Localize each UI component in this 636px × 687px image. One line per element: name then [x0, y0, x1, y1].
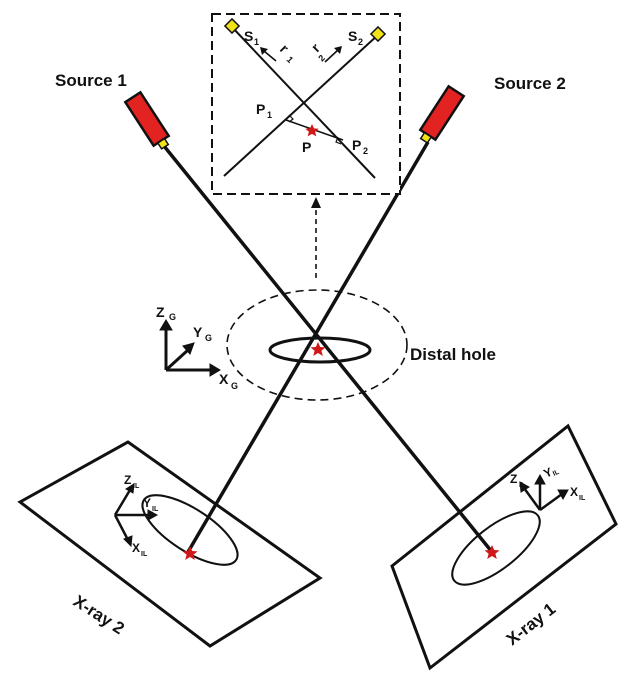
- target-star-hole: [310, 342, 326, 356]
- plate-1-y-subscript: IL: [552, 469, 561, 478]
- plate-2-y-label: Y: [143, 496, 151, 510]
- s2-marker: [369, 25, 387, 43]
- r1-subscript: 1: [285, 54, 296, 65]
- plate-2-z-subscript: IL: [133, 483, 140, 490]
- distal-hole-label: Distal hole: [410, 345, 496, 364]
- p1-label: P: [256, 101, 265, 117]
- plate-1-x-axis: [539, 492, 563, 512]
- plate-1-x-subscript: IL: [579, 495, 586, 502]
- z-g-subscript: G: [169, 312, 176, 322]
- x-g-arrowhead: [209, 363, 221, 377]
- global-axes: [159, 319, 221, 377]
- plate-2-z-arrowhead: [125, 483, 135, 494]
- plate-2-z-axis: [113, 489, 132, 516]
- r1-arrowhead: [260, 47, 268, 55]
- source-1-label: Source 1: [55, 71, 127, 90]
- source-1-body: [123, 90, 171, 148]
- plate-1-hole-projection: [451, 510, 541, 586]
- z-g-label: Z: [156, 304, 165, 320]
- ray-source-2: [186, 141, 430, 553]
- distal-hole: [268, 336, 372, 364]
- plate-2-x-subscript: IL: [141, 551, 148, 558]
- plate-2-x-axis: [113, 514, 130, 541]
- source-2: Source 2: [418, 74, 566, 144]
- xray-2-label: X-ray 2: [70, 591, 128, 638]
- source-2-body: [418, 84, 466, 142]
- inset-line-s2: [223, 33, 380, 177]
- y-g-arrowhead: [182, 342, 195, 355]
- source-2-tip: [419, 131, 433, 144]
- plate-1-z-subscript: IL: [519, 482, 526, 489]
- zoom-arrowhead: [311, 197, 321, 208]
- target-star-plate-2: [182, 546, 198, 560]
- inset-detail: S 1 S 2 r 1 r 2 P 1 P 2 P: [211, 13, 401, 195]
- r2-arrowhead: [334, 46, 342, 54]
- p1-subscript: 1: [267, 110, 272, 120]
- inset-line-s1: [230, 25, 376, 179]
- plate-1-y-arrowhead: [534, 473, 546, 485]
- z-g-arrowhead: [159, 319, 173, 331]
- r2-subscript: 2: [316, 53, 327, 64]
- plate-1-axes: [519, 473, 569, 512]
- point-p-star: [305, 124, 319, 137]
- r2-arrow: [324, 49, 339, 63]
- plate-2-axes: [113, 483, 159, 548]
- plate-1-z-axis: [522, 487, 542, 511]
- p2-right-angle-mark: [335, 136, 342, 145]
- plate-1-x-arrowhead: [557, 489, 569, 501]
- ray-source-1: [162, 144, 494, 554]
- p2-label: P: [352, 137, 361, 153]
- r1-arrow: [263, 50, 277, 62]
- plate-2-x-label: X: [132, 541, 140, 555]
- target-star-plate-1: [484, 545, 500, 559]
- p1-right-angle-mark: [288, 114, 294, 123]
- plate-2-z-label: Z: [124, 473, 131, 487]
- source-2-label: Source 2: [494, 74, 566, 93]
- xray-plate-1: X-ray 1: [390, 423, 618, 671]
- s2-subscript: 2: [358, 37, 363, 47]
- plate-2-y-arrowhead: [147, 509, 159, 521]
- plate-1-x-label: X: [570, 485, 578, 499]
- p-label: P: [302, 139, 311, 155]
- distal-hole-region: [226, 289, 408, 401]
- xray-plate-2: X-ray 2: [17, 440, 323, 648]
- plate-2-x-arrowhead: [123, 535, 133, 548]
- plate-1-z-arrowhead: [519, 481, 530, 493]
- s1-subscript: 1: [254, 37, 259, 47]
- source-1: Source 1: [55, 71, 171, 150]
- y-g-label: Y: [193, 324, 203, 340]
- x-g-label: X: [219, 371, 229, 387]
- y-g-axis: [164, 348, 190, 372]
- y-g-subscript: G: [205, 333, 212, 343]
- plate-1-z-label: Z: [510, 472, 517, 486]
- p2-subscript: 2: [363, 146, 368, 156]
- s1-label: S: [244, 28, 253, 44]
- plate-2-y-subscript: IL: [152, 506, 159, 513]
- source-1-tip: [156, 137, 170, 150]
- s2-label: S: [348, 28, 357, 44]
- s1-marker: [223, 17, 241, 35]
- plate-2-hole-projection: [141, 494, 239, 566]
- x-g-subscript: G: [231, 381, 238, 391]
